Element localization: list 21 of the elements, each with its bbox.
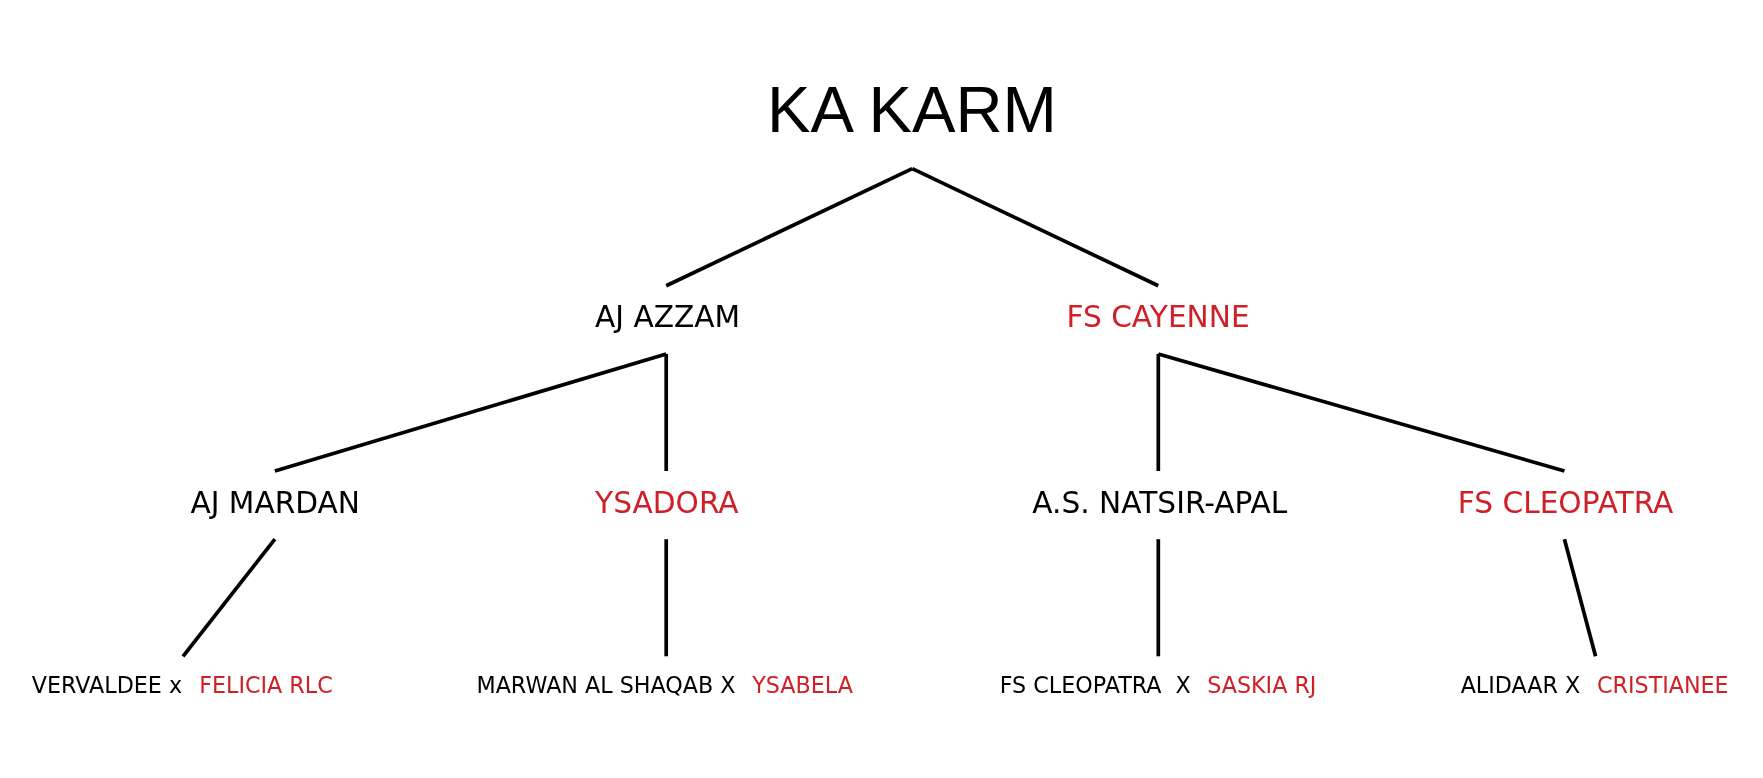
connector — [665, 166, 914, 287]
node-text: A.S. NATSIR-APAL — [1032, 484, 1288, 520]
node-text: AJ MARDAN — [190, 484, 360, 520]
node-text: FS CLEOPATRA — [1457, 484, 1674, 520]
connector — [1562, 538, 1598, 657]
connector — [1156, 538, 1161, 656]
node-text: MARWAN AL SHAQAB X YSABELA — [476, 671, 853, 698]
node-text: ALIDAAR X CRISTIANEE — [1460, 671, 1729, 698]
node-text: FS CAYENNE — [1066, 298, 1250, 334]
node-text: AJ AZZAM — [595, 298, 741, 334]
connector — [664, 538, 669, 656]
node-text: KA KARM — [767, 72, 1057, 146]
node-text: VERVALDEE x FELICIA RLC — [31, 671, 333, 698]
connector — [911, 166, 1160, 287]
node-text: FS CLEOPATRA X SASKIA RJ — [999, 671, 1317, 698]
node-text: YSADORA — [595, 484, 739, 520]
connector — [274, 351, 667, 473]
connector — [1157, 351, 1565, 473]
connector — [1156, 353, 1161, 471]
connector — [181, 537, 277, 657]
connector — [664, 353, 669, 471]
